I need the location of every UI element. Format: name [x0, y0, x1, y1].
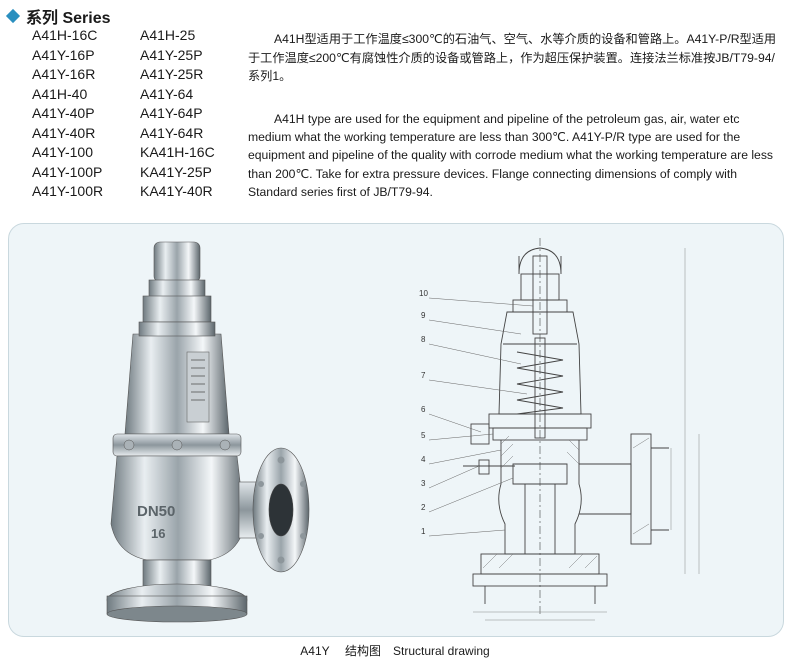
- model-item: A41Y-16P: [32, 46, 95, 63]
- caption-chinese: 结构图: [344, 644, 381, 658]
- part-number-label: 1: [421, 527, 426, 536]
- series-header: 系列 Series: [5, 4, 111, 28]
- caption-english: Structural drawing: [393, 644, 490, 658]
- part-number-label: 2: [421, 503, 426, 512]
- diamond-bullet-icon: [5, 8, 21, 24]
- model-item: A41Y-64P: [140, 105, 203, 121]
- model-item: KA41H-16C: [140, 144, 215, 160]
- valve-photo: DN50 16: [106, 241, 310, 623]
- body-size-mark: DN50: [137, 503, 175, 520]
- model-item: KA41Y-40R: [140, 183, 213, 199]
- part-number-label: 3: [421, 479, 426, 488]
- figure-caption: A41Y 结构图 Structural drawing: [0, 642, 790, 659]
- model-item: A41Y-16R: [32, 66, 96, 82]
- model-item: A41Y-100: [32, 144, 93, 160]
- model-item: KA41Y-25P: [140, 163, 212, 180]
- model-item: A41Y-40R: [32, 124, 96, 141]
- model-item: A41Y-40P: [32, 105, 95, 121]
- model-item: A41H-25: [140, 27, 196, 43]
- model-item: A41H-40: [32, 85, 88, 102]
- model-item: A41H-16C: [32, 27, 98, 43]
- caption-model: A41Y: [300, 644, 330, 658]
- model-list: A41H-16C A41H-25 A41Y-16P A41Y-25P A41Y-…: [32, 26, 248, 202]
- part-number-label: 6: [421, 405, 426, 414]
- description-chinese: A41H型适用于工作温度≤300℃的石油气、空气、水等介质的设备和管路上。A41…: [248, 32, 777, 83]
- description-english: A41H type are used for the equipment and…: [248, 112, 774, 199]
- body-pressure-mark: 16: [151, 526, 165, 541]
- model-item: A41Y-25P: [140, 46, 203, 63]
- model-item: A41Y-64: [140, 85, 194, 102]
- series-title: 系列 Series: [26, 10, 111, 27]
- part-number-label: 5: [421, 431, 426, 440]
- model-item: A41Y-100R: [32, 183, 104, 199]
- part-number-label: 9: [421, 311, 426, 320]
- model-item: A41Y-64R: [140, 124, 204, 141]
- model-item: A41Y-25R: [140, 66, 204, 82]
- part-number-label: 7: [421, 371, 426, 380]
- part-number-label: 8: [421, 335, 426, 344]
- structural-drawing: 10 9 8 7 6 5 4 3 2 1: [419, 238, 700, 621]
- part-number-label: 4: [421, 455, 426, 464]
- part-number-label: 10: [419, 289, 428, 298]
- model-item: A41Y-100P: [32, 163, 103, 180]
- product-figure-panel: DN50 16: [8, 223, 784, 637]
